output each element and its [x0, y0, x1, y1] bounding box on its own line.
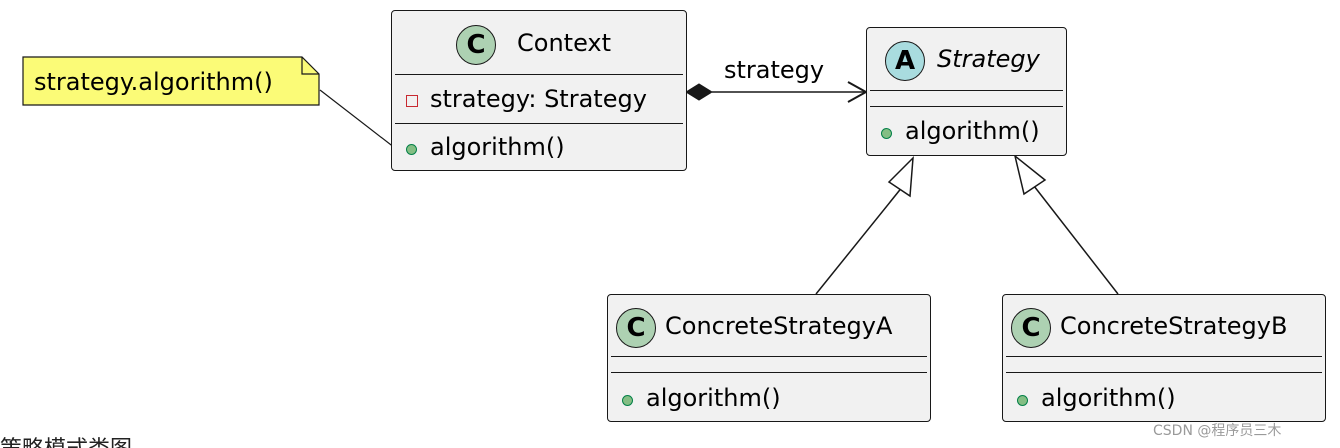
bottom-caption-partial: 策略模式类图 — [0, 437, 132, 448]
composition-edge — [685, 81, 869, 103]
divider — [611, 356, 927, 357]
relation-label-strategy: strategy — [724, 56, 825, 84]
class-concrete-strategy-a[interactable]: C ConcreteStrategyA algorithm() — [607, 294, 931, 422]
class-name: Context — [517, 29, 612, 57]
divider — [870, 106, 1063, 107]
note-text: strategy.algorithm() — [34, 68, 273, 96]
divider — [395, 123, 683, 124]
public-visibility-icon — [406, 144, 417, 155]
note-connector — [319, 89, 396, 149]
inheritance-triangle-b — [1013, 154, 1047, 196]
class-name: Strategy — [937, 45, 1040, 73]
method-algorithm: algorithm() — [430, 133, 565, 161]
divider — [1006, 356, 1322, 357]
method-algorithm: algorithm() — [905, 117, 1040, 145]
note: strategy.algorithm() — [22, 56, 320, 106]
method-algorithm: algorithm() — [1041, 384, 1176, 412]
inheritance-edge-b — [1013, 154, 1119, 295]
attribute-strategy: strategy: Strategy — [430, 85, 647, 113]
class-name: ConcreteStrategyB — [1060, 312, 1288, 340]
class-badge-icon: C — [456, 25, 496, 65]
abstract-badge-icon: A — [885, 41, 925, 81]
divider — [395, 74, 683, 75]
class-badge-icon: C — [1011, 308, 1051, 348]
divider — [611, 372, 927, 373]
class-concrete-strategy-b[interactable]: C ConcreteStrategyB algorithm() — [1002, 294, 1326, 422]
divider — [870, 90, 1063, 91]
class-badge-icon: C — [616, 308, 656, 348]
public-visibility-icon — [881, 128, 892, 139]
divider — [1006, 372, 1322, 373]
private-visibility-icon — [406, 95, 418, 107]
note-shape — [22, 56, 320, 106]
watermark: CSDN @程序员三木 — [1153, 423, 1282, 439]
composition-diamond — [685, 83, 713, 101]
class-name: ConcreteStrategyA — [665, 312, 893, 340]
method-algorithm: algorithm() — [646, 384, 781, 412]
class-strategy[interactable]: A Strategy algorithm() — [866, 27, 1067, 156]
inheritance-triangle-a — [887, 156, 914, 198]
public-visibility-icon — [1017, 395, 1028, 406]
public-visibility-icon — [622, 395, 633, 406]
inheritance-edge-a — [815, 156, 914, 295]
class-context[interactable]: C Context strategy: Strategy algorithm() — [391, 10, 687, 171]
